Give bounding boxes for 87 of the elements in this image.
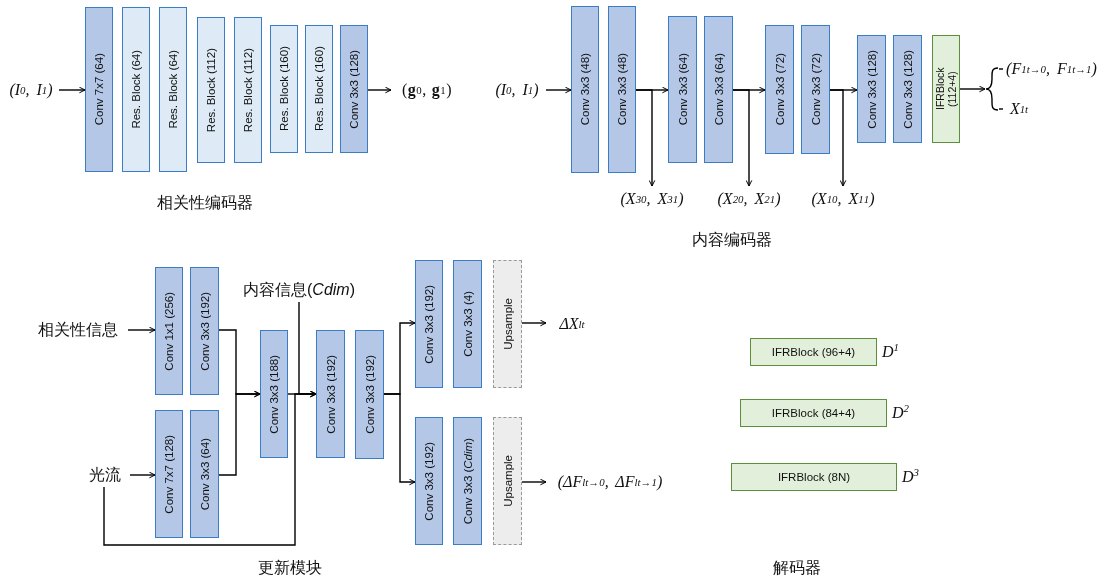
block-label: Conv 3x3 (72) bbox=[809, 53, 822, 126]
conv-block bbox=[704, 16, 733, 163]
arrow bbox=[367, 86, 392, 94]
conv-block bbox=[415, 417, 443, 545]
block-label: Conv 3x3 (Cdim) bbox=[461, 437, 474, 525]
block-label: IFRBlock (84+4) bbox=[771, 407, 856, 419]
conv-block bbox=[316, 330, 345, 458]
block-label: Res. Block (64) bbox=[130, 50, 142, 129]
block-label: Conv 3x3 (48) bbox=[579, 53, 591, 126]
block-label: Res. Block (160) bbox=[313, 46, 325, 132]
section-caption: 相关性编码器 bbox=[156, 193, 254, 213]
block-label: Conv 3x3 (48) bbox=[616, 53, 628, 126]
upsample-block bbox=[493, 417, 522, 545]
math-label: D$^{1}$ bbox=[882, 340, 899, 362]
residual-block bbox=[159, 7, 187, 172]
conv-block bbox=[571, 6, 599, 173]
conv-block bbox=[608, 6, 636, 173]
block-label: Res. Block (112) bbox=[205, 47, 217, 133]
conv-block bbox=[415, 260, 443, 388]
block-label: Conv 3x3 (64) bbox=[676, 53, 689, 126]
arrow bbox=[635, 89, 656, 187]
block-label: Conv 3x3 (188) bbox=[268, 354, 280, 434]
block-label: IFRBlock (8N) bbox=[777, 471, 851, 483]
residual-block bbox=[234, 17, 262, 163]
arrow bbox=[127, 326, 156, 334]
block-label: Conv 3x3 (192) bbox=[198, 291, 211, 371]
arrow bbox=[58, 86, 86, 94]
conv-block bbox=[190, 267, 219, 395]
block-label: Conv 3x3 (128) bbox=[865, 49, 878, 129]
conv-block bbox=[857, 35, 886, 143]
input-label: 光流 bbox=[80, 463, 130, 487]
arrow bbox=[959, 85, 986, 93]
block-label: IFRBlock (112+4) bbox=[934, 66, 958, 113]
conv-block bbox=[155, 410, 183, 538]
block-label: IFRBlock (96+4) bbox=[771, 346, 856, 358]
residual-block bbox=[270, 25, 298, 153]
arrow bbox=[521, 319, 547, 327]
block-label: Conv 7x7 (128) bbox=[163, 434, 175, 514]
conv-block bbox=[85, 7, 113, 172]
block-label: Conv 3x3 (192) bbox=[423, 441, 435, 521]
ifr-block bbox=[932, 35, 960, 143]
arrow bbox=[732, 89, 753, 187]
block-label: Conv 7x7 (64) bbox=[93, 53, 105, 126]
arrow bbox=[829, 89, 847, 187]
conv-block bbox=[453, 417, 482, 545]
upsample-block bbox=[493, 260, 522, 388]
conv-block bbox=[765, 25, 794, 154]
block-label: Conv 3x3 (192) bbox=[324, 354, 337, 434]
arrow bbox=[218, 390, 261, 476]
section-caption: 解码器 bbox=[772, 558, 822, 578]
arrow bbox=[521, 478, 547, 486]
input-label: 内容信息(Cdim) bbox=[230, 278, 368, 302]
section-caption: 更新模块 bbox=[257, 558, 323, 578]
block-label: Res. Block (64) bbox=[167, 50, 179, 129]
block-label: Conv 3x3 (64) bbox=[198, 437, 211, 511]
math-label: D$^{2}$ bbox=[892, 401, 909, 423]
block-label: Conv 3x3 (128) bbox=[348, 49, 360, 129]
block-label: Conv 3x3 (128) bbox=[901, 49, 914, 129]
arrow bbox=[129, 471, 156, 479]
block-label: Conv 3x3 (64) bbox=[712, 53, 725, 126]
math-label: D$^{3}$ bbox=[902, 465, 919, 487]
block-label: Upsample bbox=[501, 455, 514, 507]
block-label: Res. Block (160) bbox=[278, 46, 290, 132]
arrow bbox=[103, 390, 317, 546]
section-caption: 内容编码器 bbox=[691, 230, 773, 250]
arrow bbox=[383, 393, 416, 486]
conv-block bbox=[260, 330, 288, 458]
conv-block bbox=[893, 35, 922, 143]
block-label: Res. Block (112) bbox=[242, 47, 254, 133]
arrow bbox=[545, 86, 572, 94]
conv-block bbox=[155, 267, 183, 395]
block-label: Conv 3x3 (192) bbox=[423, 284, 435, 364]
conv-block bbox=[340, 25, 368, 153]
conv-block bbox=[190, 410, 219, 538]
residual-block bbox=[305, 25, 333, 153]
conv-block bbox=[668, 16, 697, 163]
residual-block bbox=[122, 7, 150, 172]
block-label: Upsample bbox=[501, 298, 514, 350]
residual-block bbox=[197, 17, 225, 163]
block-label: Conv 1x1 (256) bbox=[163, 291, 175, 371]
block-label: Conv 3x3 (192) bbox=[363, 355, 376, 434]
input-label: 相关性信息 bbox=[28, 318, 128, 342]
conv-block bbox=[355, 330, 384, 459]
block-label: Conv 3x3 (72) bbox=[773, 53, 786, 126]
conv-block bbox=[453, 260, 482, 388]
block-label: Conv 3x3 (4) bbox=[461, 291, 474, 357]
conv-block bbox=[801, 25, 830, 154]
